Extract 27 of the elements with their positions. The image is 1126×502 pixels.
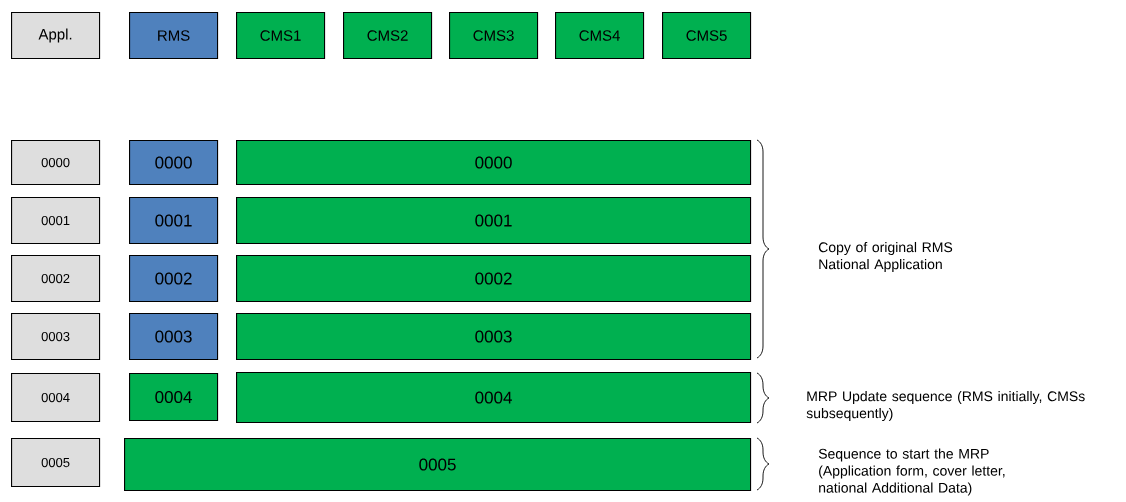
sequence-box: 0003 — [11, 313, 101, 361]
column-header-box: CMS1 — [236, 12, 326, 60]
sequence-box: 0000 — [236, 140, 752, 186]
sequence-box: 0002 — [236, 255, 752, 303]
sequence-box: 0004 — [129, 373, 219, 422]
sequence-box: 0004 — [236, 372, 752, 424]
sequence-box: 0001 — [129, 197, 219, 245]
sequence-box: 0003 — [129, 313, 219, 361]
sequence-box: 0001 — [236, 197, 752, 245]
column-header-box: CMS5 — [662, 12, 752, 60]
column-header-box: CMS2 — [343, 12, 433, 60]
sequence-box: 0001 — [11, 197, 101, 245]
sequence-box: 0005 — [124, 438, 752, 492]
sequence-box: 0000 — [129, 140, 219, 186]
column-header-box: CMS3 — [449, 12, 539, 60]
sequence-box: 0004 — [11, 373, 101, 423]
column-header-box: CMS4 — [555, 12, 645, 60]
column-header-box: RMS — [129, 12, 219, 60]
bracket-note: MRP Update sequence (RMS initially, CMSs subsequently) — [806, 390, 1085, 421]
bracket-note: Copy of original RMS National Application — [818, 241, 953, 272]
sequence-box: 0000 — [11, 140, 101, 186]
sequence-box: 0002 — [11, 255, 101, 303]
sequence-box: 0002 — [129, 255, 219, 303]
sequence-box: 0005 — [11, 438, 101, 488]
bracket-note: Sequence to start the MRP (Application form, cover letter, national Additional Data) — [818, 448, 1005, 496]
sequence-box: 0003 — [236, 313, 752, 361]
column-header-box: Appl. — [11, 12, 101, 60]
